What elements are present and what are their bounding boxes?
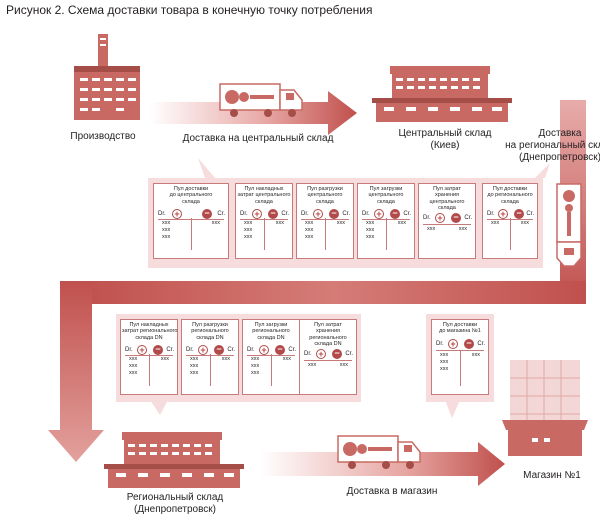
label-central-warehouse: Центральный склад (Киев) (398, 128, 492, 151)
arrow-to-central (150, 91, 357, 135)
truck-icon (337, 435, 421, 469)
warehouse-icon (372, 66, 512, 122)
label-delivery-central: Доставка на центральный склад (182, 133, 334, 144)
label-regional-warehouse: Региональный склад (Днепропетровск) (126, 492, 224, 515)
arrow-down-left (48, 281, 104, 462)
truck-icon (556, 183, 582, 267)
truck-icon (219, 83, 303, 117)
warehouse-icon (104, 432, 244, 488)
label-production: Производство (70, 131, 136, 142)
label-delivery-shop: Доставка в магазин (346, 486, 438, 497)
figure-title: Рисунок 2. Схема доставки товара в конеч… (6, 3, 373, 17)
factory-icon (74, 34, 140, 120)
arrow-middle-band (80, 281, 586, 304)
label-delivery-regional: Доставка на региональный склад (Днепропе… (505, 128, 600, 163)
shop-icon (502, 360, 588, 456)
label-shop: Магазин №1 (523, 470, 581, 481)
